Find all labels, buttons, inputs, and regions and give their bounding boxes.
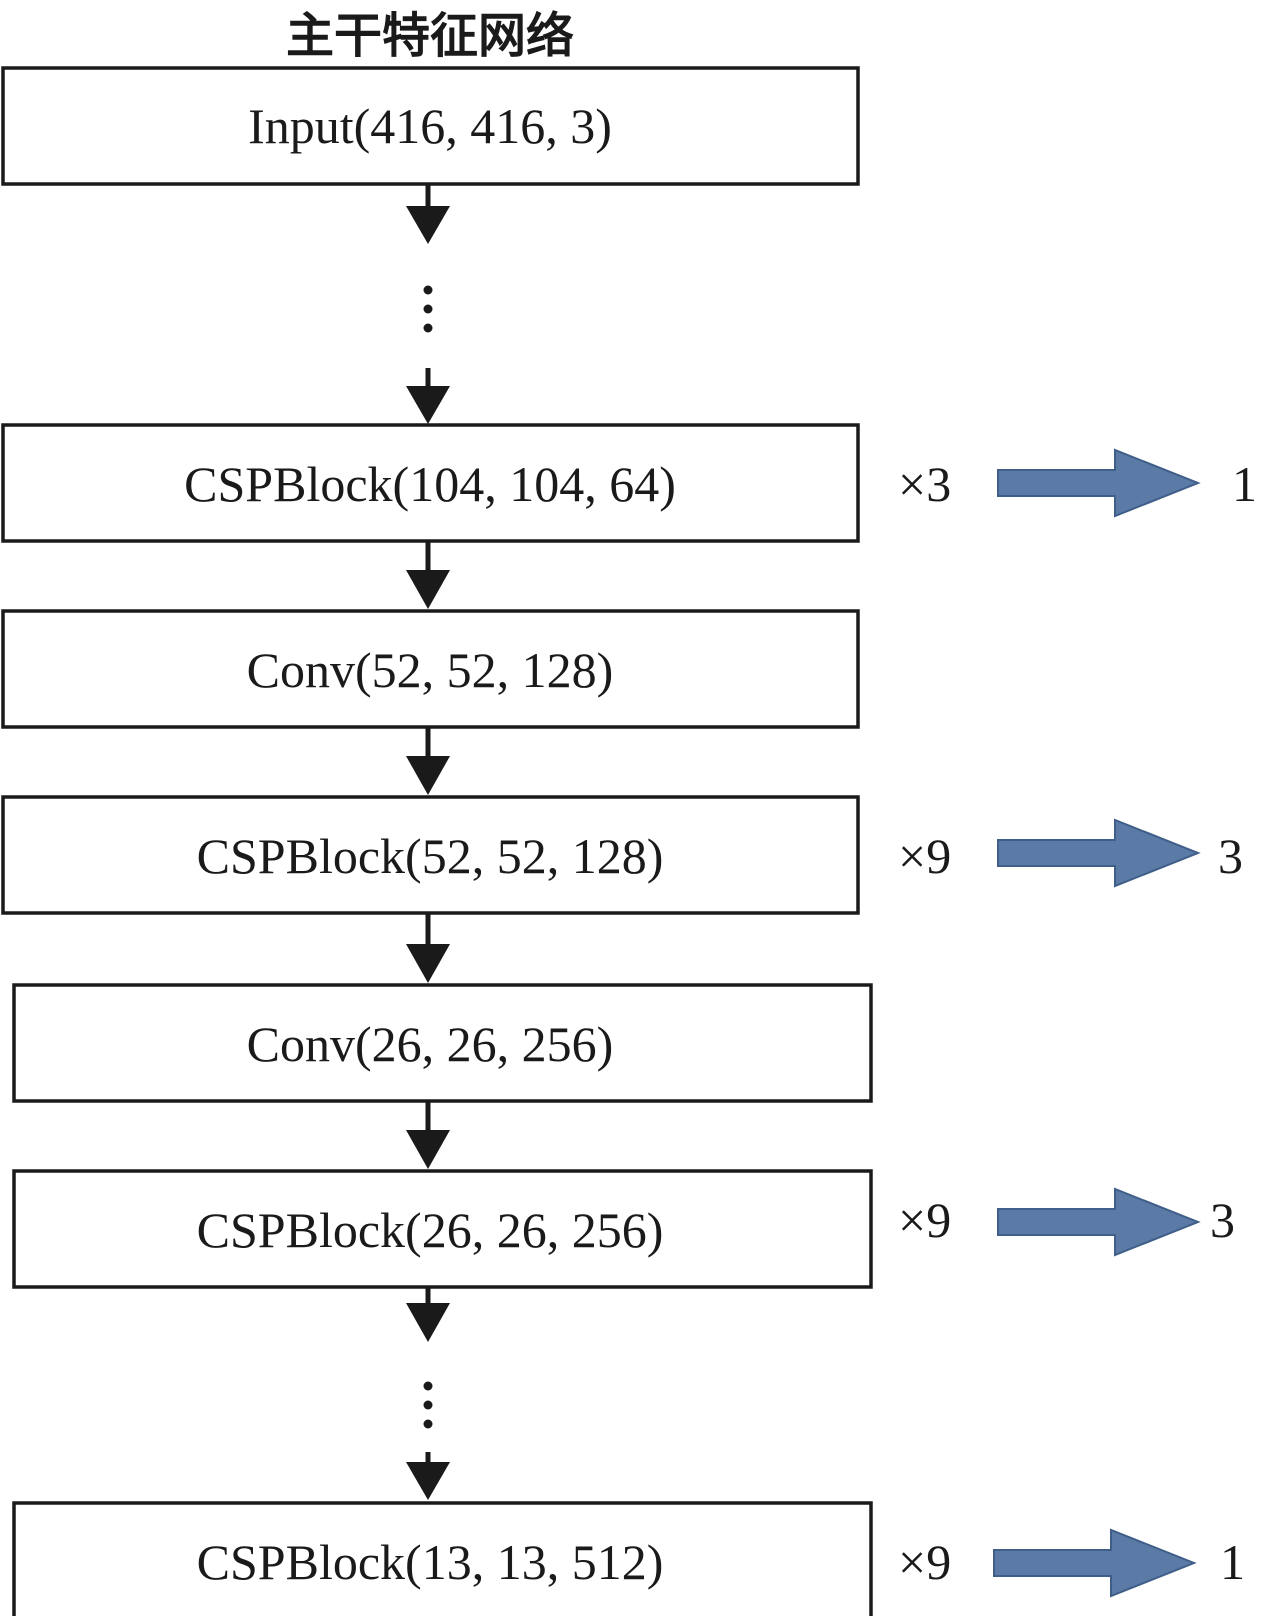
arrow-input-to-dots (406, 184, 450, 244)
ellipsis-dot (423, 1400, 433, 1410)
diagram-title: 主干特征网络 (286, 8, 574, 64)
ellipsis-dot (423, 285, 433, 295)
block-cspblock-1-label: CSPBlock(104, 104, 64) (184, 456, 676, 512)
block-cspblock-4-label: CSPBlock(13, 13, 512) (197, 1534, 664, 1590)
block-cspblock-4: CSPBlock(13, 13, 512) (12, 1501, 873, 1616)
arrow-dots-to-cspblock-4 (406, 1452, 450, 1500)
output-arrow-icon (997, 448, 1201, 518)
ellipsis-1 (423, 285, 433, 333)
output-arrow-icon (997, 1187, 1201, 1257)
block-conv-2-box (12, 983, 873, 1103)
output-count-3: 3 (1210, 1192, 1235, 1248)
repeat-cspblock-2: ×9 (898, 828, 951, 884)
repeat-cspblock-1: ×3 (898, 456, 951, 512)
block-cspblock-3-label: CSPBlock(26, 26, 256) (197, 1202, 664, 1258)
block-input-label: Input(416, 416, 3) (248, 98, 612, 154)
ellipsis-dot (423, 304, 433, 314)
block-cspblock-3: CSPBlock(26, 26, 256) (12, 1169, 873, 1289)
arrow-conv-1-to-cspblock-2 (406, 727, 450, 795)
output-arrow-icon (997, 818, 1201, 888)
block-conv-2: Conv(26, 26, 256) (12, 983, 873, 1103)
block-conv-2-label: Conv(26, 26, 256) (247, 1016, 614, 1072)
block-cspblock-2-box (1, 795, 860, 915)
output-count-2: 3 (1218, 828, 1243, 884)
output-count-4: 1 (1220, 1534, 1245, 1590)
block-cspblock-2: CSPBlock(52, 52, 128) (1, 795, 860, 915)
repeat-cspblock-3: ×9 (898, 1192, 951, 1248)
block-cspblock-2-label: CSPBlock(52, 52, 128) (197, 828, 664, 884)
arrow-cspblock-2-to-conv-2 (406, 913, 450, 983)
block-cspblock-1-box (1, 423, 860, 543)
block-input: Input(416, 416, 3) (1, 66, 860, 186)
arrow-dots-to-cspblock-1 (406, 368, 450, 424)
ellipsis-dot (423, 323, 433, 333)
repeat-cspblock-4: ×9 (898, 1534, 951, 1590)
block-input-box (1, 66, 860, 186)
block-conv-1: Conv(52, 52, 128) (1, 609, 860, 729)
block-cspblock-4-box (12, 1501, 873, 1616)
ellipsis-2 (423, 1381, 433, 1429)
ellipsis-dot (423, 1381, 433, 1391)
block-conv-1-box (1, 609, 860, 729)
block-cspblock-3-box (12, 1169, 873, 1289)
arrow-conv-2-to-cspblock-3 (406, 1101, 450, 1169)
ellipsis-dot (423, 1419, 433, 1429)
arrow-cspblock-1-to-conv-1 (406, 541, 450, 609)
output-arrow-icon (993, 1528, 1197, 1598)
block-cspblock-1: CSPBlock(104, 104, 64) (1, 423, 860, 543)
block-conv-1-label: Conv(52, 52, 128) (247, 642, 614, 698)
arrow-cspblock-3-to-dots (406, 1287, 450, 1342)
output-count-1: 1 (1232, 456, 1257, 512)
